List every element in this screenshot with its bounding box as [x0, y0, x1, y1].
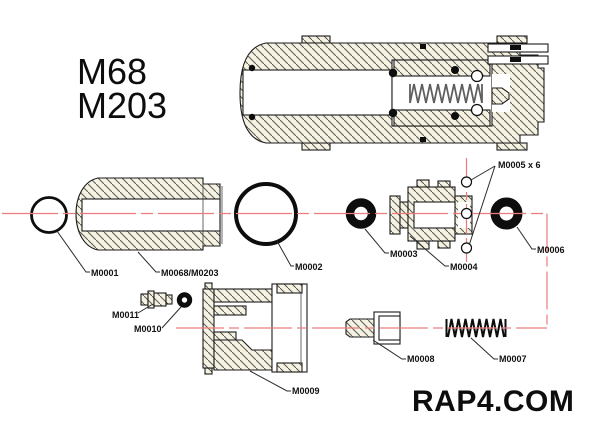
- page-title-line2: M203: [77, 85, 167, 126]
- leader-m0068: [137, 251, 160, 273]
- leader-m0008: [372, 339, 406, 360]
- part-labels: M0001 M0068/M0203 M0002 M0003 M0004 M000…: [91, 160, 565, 396]
- oring-dot: [451, 66, 459, 74]
- part-label-m0004: M0004: [450, 262, 478, 272]
- thread-relief-bottom-left: [301, 142, 331, 151]
- oring-dot: [388, 68, 398, 78]
- page-title-line1: M68: [77, 51, 147, 92]
- cutaway-assembly-drawing: [239, 35, 549, 151]
- leader-m0009: [249, 370, 291, 392]
- part-label-m0001: M0001: [91, 268, 119, 278]
- oring-dot: [248, 64, 256, 72]
- part-m0001-oring: [30, 196, 68, 234]
- leader-lines: [56, 165, 536, 392]
- oring-dot: [248, 113, 256, 121]
- valve-insert-upper: [393, 59, 491, 77]
- seal-square: [420, 44, 426, 49]
- part-label-m0003: M0003: [390, 249, 418, 259]
- receiver-bore: [242, 69, 393, 116]
- leader-m0005-top: [470, 165, 496, 181]
- seal-section-upper: [510, 45, 521, 50]
- part-m0005-ball-bearings: [460, 176, 473, 254]
- part-label-m0068-m0203: M0068/M0203: [161, 268, 219, 278]
- leader-m0002: [276, 240, 294, 267]
- leader-m0011: [137, 303, 154, 314]
- leader-m0007: [470, 337, 498, 360]
- oring-dot: [388, 108, 398, 118]
- brand-wordmark: RAP4.COM: [412, 385, 574, 418]
- thread-relief-top-right: [496, 35, 528, 44]
- part-m0004-valve-body: [389, 179, 473, 250]
- ball-bearing-section: [470, 103, 484, 117]
- ball-bearing-section: [470, 69, 484, 83]
- part-label-m0011: M0011: [112, 310, 139, 320]
- part-label-m0009: M0009: [292, 386, 320, 396]
- leader-m0010: [161, 306, 182, 329]
- part-label-m0010: M0010: [134, 324, 162, 334]
- leader-m0005-bottom: [469, 165, 496, 245]
- part-label-m0005: M0005 x 6: [498, 160, 541, 170]
- leader-m0003: [364, 228, 389, 254]
- seal-square: [420, 137, 426, 142]
- valve-insert-lower: [393, 109, 491, 127]
- leader-m0006: [516, 226, 536, 250]
- part-label-m0007: M0007: [499, 354, 527, 364]
- valve-spring-section: [409, 83, 483, 104]
- part-label-m0002: M0002: [295, 262, 323, 272]
- oring-dot: [451, 112, 459, 120]
- leader-m0001: [56, 230, 90, 273]
- seal-section-lower: [510, 57, 521, 62]
- valve-stem-tip-section: [491, 87, 510, 105]
- part-label-m0008: M0008: [407, 354, 435, 364]
- thread-relief-top-left: [301, 35, 331, 44]
- part-label-m0006: M0006: [537, 245, 565, 255]
- part-m0010-oring: [176, 292, 193, 308]
- thread-relief-bottom-right: [496, 142, 528, 151]
- leader-m0004: [409, 235, 449, 267]
- part-m0011-screw: [140, 290, 173, 309]
